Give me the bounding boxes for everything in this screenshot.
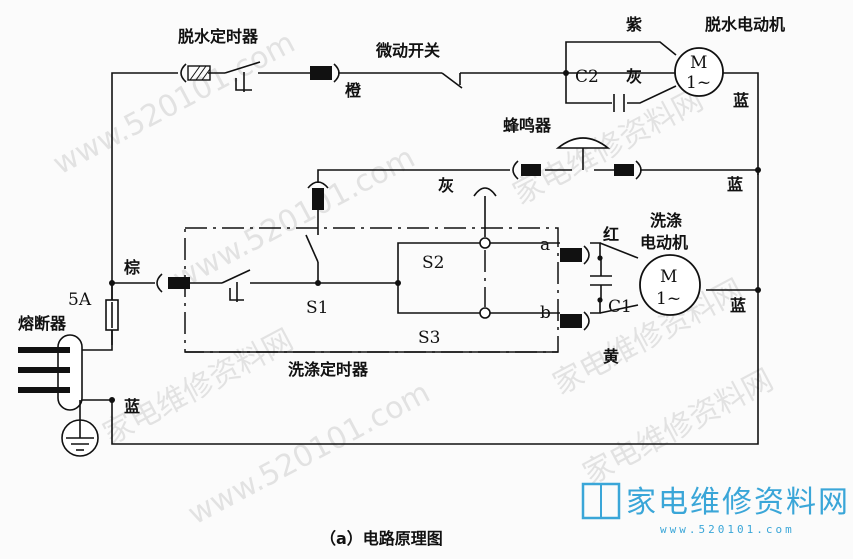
label-fuse-rating: 5A [68, 290, 92, 310]
capacitor-c2 [613, 94, 625, 112]
label-s3: S3 [418, 328, 440, 348]
junction-dot [315, 280, 321, 286]
s1-connector [307, 181, 329, 210]
wire [565, 73, 612, 104]
label-a: a [540, 235, 550, 255]
micro-switch-blade [441, 72, 463, 89]
junction-dot [395, 280, 401, 286]
buzzer [512, 137, 642, 180]
label-blue-1: 蓝 [733, 91, 749, 110]
wash-motor: M 1~ [639, 254, 701, 316]
brown-connector [156, 273, 190, 293]
labels: 脱水定时器 微动开关 紫 脱水电动机 C2 灰 橙 蓝 蜂鸣器 蓝 灰 洗涤 电… [18, 15, 785, 548]
wire [590, 242, 601, 258]
connector-black [614, 164, 634, 176]
junction-dot [109, 397, 115, 403]
label-c2: C2 [575, 67, 599, 87]
junction-dot [755, 287, 761, 293]
connector-black [310, 66, 332, 80]
junction-dot [109, 280, 115, 286]
junction-dot [563, 70, 569, 76]
timer-switch-blade [224, 61, 261, 74]
label-gray-top: 灰 [626, 67, 642, 86]
hatched-block [187, 65, 211, 81]
junction-dot [597, 255, 603, 261]
label-yellow: 黄 [603, 347, 619, 366]
label-purple: 紫 [626, 15, 642, 34]
wire-red [599, 242, 639, 259]
connector-b [560, 311, 590, 331]
capacitor-c1 [590, 258, 612, 300]
junction-dot [755, 167, 761, 173]
motor-circle [639, 254, 701, 316]
label-s1: S1 [306, 298, 328, 318]
watermark-site: 家电维修资料网 [97, 323, 299, 452]
label-b: b [540, 303, 551, 323]
connector-bracket [180, 63, 187, 83]
connector-bracket [333, 63, 340, 83]
connector-a [560, 245, 590, 265]
caption: （a）电路原理图 [320, 529, 443, 548]
label-brown: 棕 [124, 258, 140, 277]
label-c1: C1 [608, 297, 632, 317]
label-gray-mid: 灰 [438, 176, 454, 195]
site-logo: 家电维修资料网 www.520101.com [581, 482, 850, 536]
motor-ac: 1~ [656, 289, 681, 309]
label-blue-4: 蓝 [124, 397, 140, 416]
label-blue-3: 蓝 [730, 296, 746, 315]
label-orange: 橙 [345, 81, 362, 100]
s2-contact-a [479, 237, 491, 249]
motor-m: M [660, 267, 677, 287]
label-s2: S2 [422, 253, 444, 273]
label-red: 红 [603, 225, 619, 244]
logo-text: 家电维修资料网 [626, 485, 850, 520]
label-micro-switch: 微动开关 [375, 41, 440, 60]
watermark-url: www.520101.com [182, 375, 436, 532]
label-buzzer: 蜂鸣器 [503, 116, 552, 135]
wire-right-rail [111, 170, 759, 445]
watermark-url: www.520101.com [47, 25, 301, 182]
label-wash-timer: 洗涤定时器 [288, 360, 369, 379]
junction-dot [597, 297, 603, 303]
wire-left-rail [111, 72, 178, 345]
wire-purple [565, 41, 677, 73]
watermark-site: 家电维修资料网 [577, 363, 779, 492]
dehydration-timer [180, 61, 340, 92]
wire [80, 330, 113, 351]
wire [317, 169, 510, 183]
s2-contact-b [479, 307, 491, 319]
wash-timer-switch [221, 269, 251, 302]
timer-cam [235, 78, 252, 91]
logo-sub: www.520101.com [660, 523, 795, 536]
fuse [105, 299, 119, 331]
s1-blade [305, 234, 319, 263]
wire [397, 283, 485, 314]
label-dehydration-motor: 脱水电动机 [705, 15, 785, 34]
wire [397, 242, 485, 283]
label-dehydration-timer: 脱水定时器 [178, 27, 259, 46]
label-wash-motor-2: 电动机 [640, 233, 688, 252]
motor-circle [674, 47, 724, 97]
wires [79, 41, 759, 445]
dehydration-motor: M 1~ [674, 47, 724, 97]
label-blue-2: 蓝 [727, 175, 743, 194]
s2-connector [473, 187, 497, 210]
ground-symbol [61, 400, 99, 457]
wire [79, 370, 112, 401]
wire-right-upper [722, 72, 759, 175]
label-fuse: 熔断器 [18, 314, 67, 333]
watermark-url: www.520101.com [167, 140, 421, 297]
power-plug [18, 334, 83, 411]
buzzer-dome [555, 137, 611, 149]
motor-m: M [690, 53, 707, 73]
wire-yellow [599, 304, 639, 314]
wire-gray [627, 85, 677, 104]
connector-black [521, 164, 541, 176]
motor-ac: 1~ [686, 73, 711, 93]
label-wash-motor-1: 洗涤 [650, 211, 682, 230]
